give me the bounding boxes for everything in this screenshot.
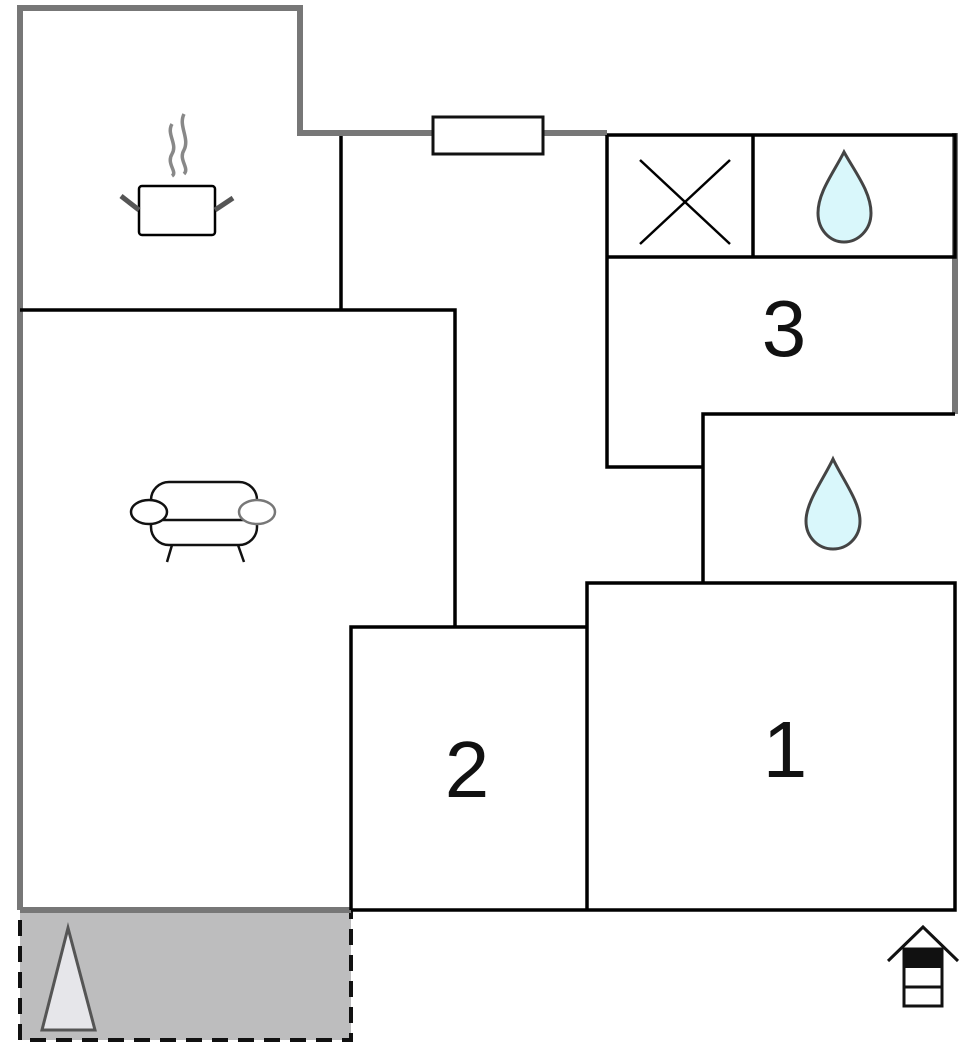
- room-label-2: 2: [445, 725, 490, 814]
- terrace: [18, 868, 353, 1042]
- toilet-icon: [639, 159, 731, 245]
- cooking-pot-icon: [119, 113, 235, 237]
- sofa-icon: [129, 480, 277, 563]
- water-drop-icon: [804, 455, 862, 551]
- window-icon: [431, 115, 545, 156]
- water-drop-icon: [816, 148, 873, 244]
- parasol-icon: [40, 922, 97, 1032]
- inner-walls: [20, 133, 957, 912]
- room-label-1: 1: [763, 705, 808, 794]
- entrance-icon: [886, 924, 960, 1008]
- room-label-3: 3: [762, 284, 807, 373]
